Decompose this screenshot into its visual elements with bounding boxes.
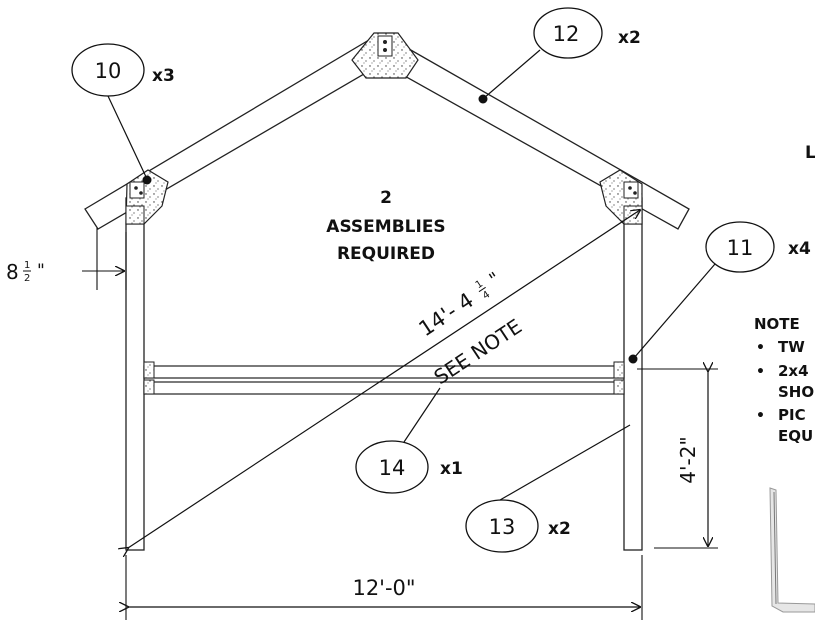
left-post: [125, 197, 145, 551]
callout-12-quantity: x2: [618, 28, 641, 48]
svg-text:ASSEMBLIES: ASSEMBLIES: [326, 217, 445, 237]
callout-10-quantity: x3: [152, 66, 175, 86]
offset-dimension: 8 1 2 ": [6, 228, 127, 290]
callout-12: 12 x2: [478, 7, 641, 104]
cut-off-letter: L: [805, 143, 815, 163]
svg-text:EQU: EQU: [778, 427, 813, 445]
width-dimension-label: 12'-0": [352, 576, 415, 600]
svg-text:•: •: [756, 364, 765, 380]
callout-14: 14 x1: [355, 387, 463, 494]
svg-text:2: 2: [380, 188, 392, 208]
cut-off-photo-fragment: [769, 487, 815, 613]
callout-10-number: 10: [95, 59, 122, 83]
callout-13: 13 x2: [465, 424, 631, 553]
svg-text:SHO: SHO: [778, 383, 814, 401]
right-post: [623, 197, 643, 551]
svg-text:1: 1: [474, 278, 485, 291]
cut-off-notes: L NOTE • TW • 2x4 SHO • PIC EQU: [754, 143, 815, 445]
svg-text:•: •: [756, 340, 765, 356]
callout-11-number: 11: [727, 236, 754, 260]
lower-cross-beam: [143, 381, 625, 395]
callout-11-quantity: x4: [788, 239, 811, 259]
callout-14-number: 14: [379, 456, 406, 480]
svg-text:PIC: PIC: [778, 406, 806, 424]
upper-cross-beam: [143, 365, 625, 379]
callout-13-number: 13: [489, 515, 516, 539]
callout-14-quantity: x1: [440, 459, 463, 479]
callout-10: 10 x3: [71, 43, 175, 185]
assembly-note: 2 ASSEMBLIES REQUIRED: [326, 188, 445, 264]
callout-13-quantity: x2: [548, 519, 571, 539]
diagonal-dimension-label: 14'- 4: [415, 288, 478, 341]
svg-text:2: 2: [24, 273, 30, 284]
notes-title: NOTE: [754, 315, 800, 333]
svg-text:4: 4: [481, 289, 492, 302]
svg-text:": ": [37, 261, 45, 281]
peak-gusset-plate: [351, 32, 419, 79]
svg-text:REQUIRED: REQUIRED: [337, 244, 435, 264]
offset-dimension-label: 8: [6, 260, 19, 284]
callout-12-number: 12: [553, 22, 580, 46]
width-dimension: 12'-0": [126, 555, 643, 620]
svg-text:2x4: 2x4: [778, 362, 809, 380]
svg-text:": ": [486, 268, 504, 290]
height-dimension-label: 4'-2": [676, 436, 700, 483]
svg-text:TW: TW: [778, 338, 805, 356]
svg-text:•: •: [756, 408, 765, 424]
callout-11: 11 x4: [628, 221, 811, 364]
height-dimension: 4'-2": [637, 369, 718, 549]
svg-text:1: 1: [24, 260, 30, 271]
